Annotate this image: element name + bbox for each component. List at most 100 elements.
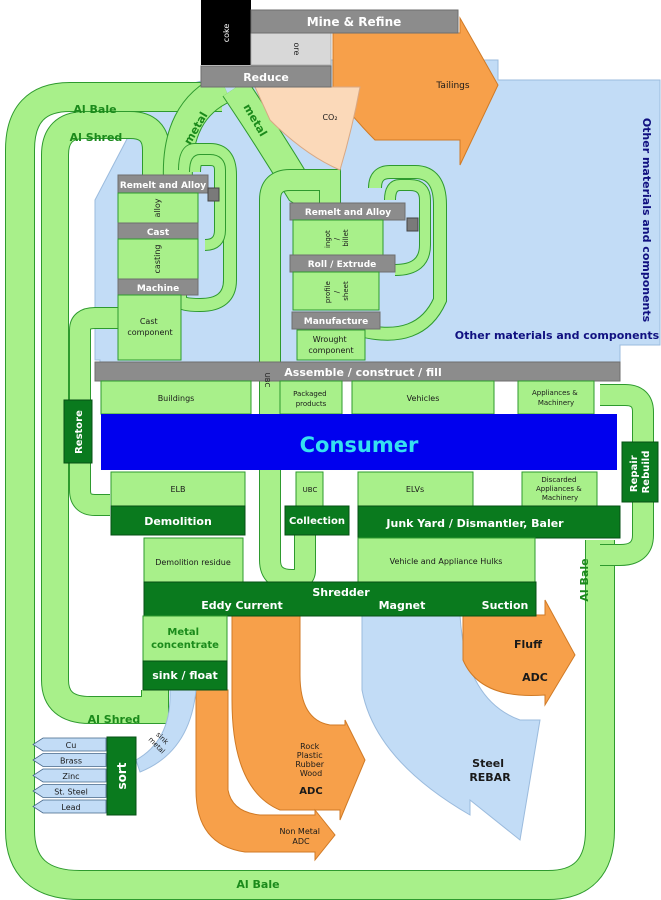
alloy-label: alloy [153, 198, 162, 217]
roll-extrude-label: Roll / Extrude [308, 260, 376, 270]
left-scrap-loop-outer-fill [174, 144, 236, 312]
elvs-box [357, 471, 474, 507]
sorted-metal-arrow [32, 799, 107, 814]
sink-metal-stream [135, 689, 197, 773]
manufacture-process [291, 311, 381, 330]
elvs-label: ELVs [406, 485, 424, 494]
packaged-products-label: Packaged products [293, 390, 329, 408]
sorted-metal-arrow [32, 753, 107, 767]
appliances-box [517, 380, 595, 415]
buildings-box [100, 380, 252, 415]
sorted-metal-label: Brass [60, 757, 82, 766]
eddy-current-label: Eddy Current [201, 599, 283, 612]
mine-refine-process [250, 9, 459, 34]
ore-label: ore [292, 43, 301, 56]
sink-float-process [142, 660, 228, 691]
al-shred-label-top: Al Shred [70, 131, 123, 144]
metal-concentrate-box [142, 615, 228, 662]
ubc-box [295, 471, 324, 507]
sorted-metal-label: Zinc [62, 772, 79, 781]
alloy-box [117, 192, 199, 224]
remelt-alloy-left-label: Remelt and Alloy [120, 181, 206, 191]
shredder-process [143, 581, 537, 617]
cast-component-label: Cast component [127, 317, 172, 337]
sorted-metal-arrow [32, 737, 107, 752]
suction-label: Suction [482, 599, 529, 612]
remelt-alloy-right-label: Remelt and Alloy [305, 208, 391, 218]
sorted-metal-arrow [32, 784, 107, 798]
sort-label: sort [115, 762, 129, 789]
profile-sheet-box [292, 271, 380, 311]
casting-label: casting [153, 245, 162, 274]
vehicle-hulks-box [357, 537, 536, 583]
left-scrap-loop-inner-fill [190, 155, 225, 250]
reduce-process [200, 65, 332, 88]
ubc-loop-fill [260, 170, 340, 591]
ubc-label-vertical: UBC [263, 373, 271, 388]
al-bale-label-right: Al Bale [578, 558, 591, 601]
sort-process [106, 736, 137, 816]
packaged-products-box [279, 380, 343, 415]
collection-label: Collection [289, 516, 345, 527]
metal-concentrate-label: Metal concentrate [151, 627, 219, 651]
wrought-component-box [296, 329, 366, 361]
sorted-metal-arrow [32, 768, 107, 783]
right-scrap-loop-inner-fill [385, 180, 430, 275]
elb-box [110, 471, 246, 507]
co2-plume [254, 86, 361, 171]
ingot-billet-text: ingot / billet [324, 228, 350, 248]
al-shred-label-bottom: Al Shred [88, 713, 141, 726]
junk-yard-process [357, 505, 621, 539]
right-scrap-loop-outer-fill [358, 166, 446, 340]
magnet-label: Magnet [379, 599, 426, 612]
ubc-label: UBC [303, 486, 318, 494]
consumer-bar [101, 414, 617, 470]
repair-rebuild-process [621, 441, 659, 503]
discarded-appliances-label: Discarded Appliances & Machinery [536, 476, 584, 502]
fluff-arrow [462, 599, 576, 707]
fluff-adc-label: ADC [522, 671, 548, 684]
tailings-label: Tailings [435, 81, 469, 91]
al-bale-outer-loop-fill [5, 83, 614, 899]
ore-box [250, 32, 332, 66]
coke-label: coke [222, 24, 231, 43]
restore-process [63, 399, 93, 464]
non-metal-label: Non Metal ADC [279, 827, 322, 846]
cast-label: Cast [147, 228, 170, 238]
junk-yard-label: Junk Yard / Dismantler, Baler [385, 517, 564, 530]
machine-label: Machine [137, 284, 179, 294]
vehicle-hulks-label: Vehicle and Appliance Hulks [390, 557, 503, 566]
wrought-component-label: Wrought component [308, 335, 353, 355]
fluff-label: Fluff [514, 638, 542, 651]
sink-float-label: sink / float [152, 669, 218, 682]
non-metal-arrow [195, 689, 336, 862]
metal-stream-left-fill [163, 75, 232, 181]
casting-box [117, 238, 199, 280]
sorted-metal-label: Lead [61, 803, 80, 812]
reduce-label: Reduce [243, 71, 289, 84]
rock-plastic-label: Rock Plastic Rubber Wood [295, 742, 326, 778]
remelt-right-port [406, 217, 419, 232]
restore-label: Restore [74, 410, 85, 454]
elb-label: ELB [171, 485, 186, 494]
other-materials-label-vertical: Other materials and components [640, 118, 653, 323]
repair-rebuild-label: Repair Rebuild [629, 451, 652, 494]
buildings-label: Buildings [158, 394, 195, 403]
demolition-residue-label: Demolition residue [155, 558, 231, 567]
vehicles-label: Vehicles [407, 394, 440, 403]
mine-refine-label: Mine & Refine [307, 15, 402, 29]
sorted-metal-label: St. Steel [54, 788, 88, 797]
rock-plastic-adc-label: ADC [299, 786, 322, 797]
demolition-process [110, 505, 246, 536]
appliances-label: Appliances & Machinery [532, 389, 580, 407]
consumer-label: Consumer [300, 433, 419, 457]
steel-rebar-label: Steel REBAR [469, 757, 511, 784]
coke-box [201, 0, 251, 65]
shredder-label: Shredder [312, 586, 370, 599]
al-bale-label-bottom: Al Bale [236, 878, 279, 891]
remelt-left-port [207, 187, 220, 202]
assemble-label: Assemble / construct / fill [284, 366, 441, 379]
co2-label: CO₂ [322, 113, 337, 122]
